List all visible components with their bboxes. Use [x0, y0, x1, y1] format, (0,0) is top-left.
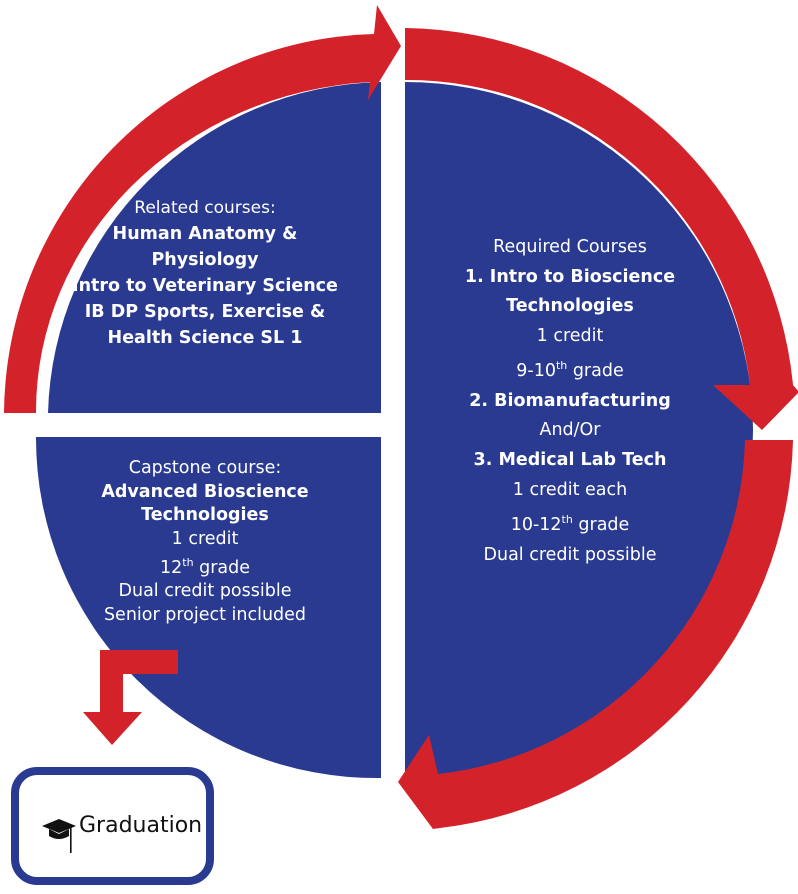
required-dual-credit: Dual credit possible — [483, 544, 657, 565]
capstone-credit: 1 credit — [171, 528, 239, 549]
related-item: Human Anatomy & — [112, 224, 298, 244]
required-course-2: 2. Biomanufacturing — [469, 390, 671, 411]
graduation-content: Graduation — [41, 813, 202, 855]
required-credit-each: 1 credit each — [512, 479, 628, 500]
related-courses-text: Related courses: Human Anatomy & Physiol… — [40, 195, 370, 351]
required-course-3: 3. Medical Lab Tech — [473, 449, 667, 470]
capstone-grade: 12th grade — [159, 556, 251, 578]
capstone-heading: Capstone course: — [128, 458, 282, 478]
required-connector: And/Or — [539, 420, 601, 441]
required-grade: 10-12th grade — [510, 513, 630, 535]
graduation-cap-icon — [42, 819, 76, 853]
capstone-title-line2: Technologies — [141, 505, 269, 525]
arrow-required-bottom — [398, 440, 793, 829]
arrow-to-graduation — [83, 650, 178, 745]
capstone-dual-credit: Dual credit possible — [118, 581, 292, 602]
required-course-1-grade: 9-10th grade — [516, 359, 624, 382]
required-heading: Required Courses — [493, 237, 647, 257]
required-course-1-credit: 1 credit — [536, 325, 604, 346]
capstone-title-line1: Advanced Bioscience — [101, 481, 309, 502]
related-item: Physiology — [151, 250, 259, 270]
required-course-1-line2: Technologies — [506, 296, 634, 317]
related-item: Health Science SL 1 — [107, 328, 303, 348]
related-item: IB DP Sports, Exercise & — [84, 302, 326, 322]
graduation-box: Graduation — [11, 767, 214, 885]
related-heading: Related courses: — [134, 198, 276, 218]
quadrant-related — [48, 82, 381, 413]
arrow-required-top — [405, 28, 798, 430]
capstone-course-text: Capstone course: Advanced Bioscience Tec… — [40, 457, 370, 627]
capstone-senior-project: Senior project included — [103, 604, 307, 625]
related-item: Intro to Veterinary Science — [72, 276, 338, 296]
arrow-related-to-required — [4, 5, 401, 413]
quadrant-capstone — [35, 437, 381, 779]
quadrant-required — [405, 82, 753, 778]
graduation-label: Graduation — [79, 813, 203, 838]
required-courses-text: Required Courses 1. Intro to Bioscience … — [405, 233, 735, 570]
required-course-1-line1: 1. Intro to Bioscience — [464, 266, 676, 287]
